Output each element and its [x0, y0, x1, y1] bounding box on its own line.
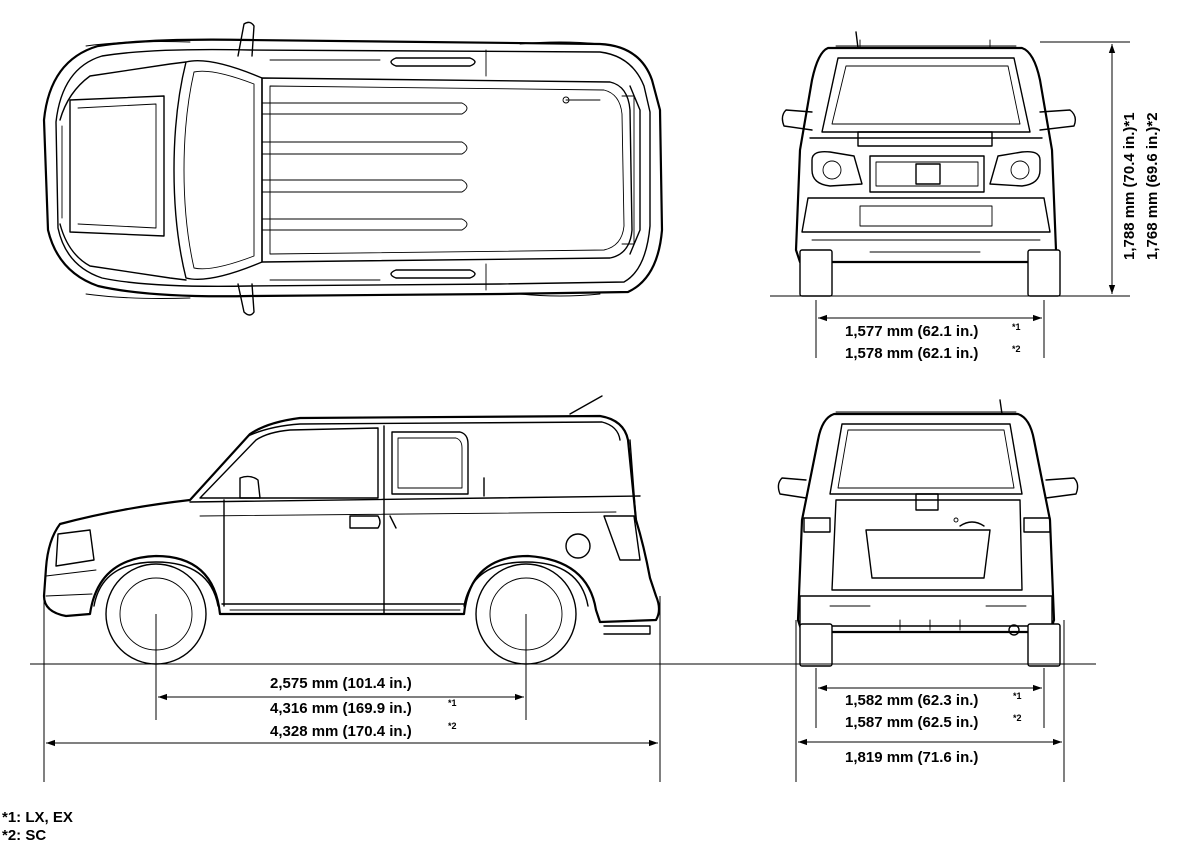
length-mark-2: *2	[448, 721, 457, 731]
length-label-2: 4,328 mm (170.4 in.)	[270, 723, 412, 740]
footnote-1: *1: LX, EX	[2, 809, 73, 826]
front-track-label-2: 1,578 mm (62.1 in.)	[845, 345, 978, 362]
length-labels: 2,575 mm (101.4 in.) 4,316 mm (169.9 in.…	[270, 675, 457, 740]
front-track-label-1: 1,577 mm (62.1 in.)	[845, 323, 978, 340]
wheelbase-label: 2,575 mm (101.4 in.)	[270, 675, 412, 692]
side-view-drawing	[42, 395, 661, 665]
length-mark-1: *1	[448, 698, 457, 708]
footnotes: *1: LX, EX *2: SC	[2, 809, 73, 844]
front-track-labels: 1,577 mm (62.1 in.) *1 1,578 mm (62.1 in…	[845, 322, 1021, 362]
dimension-lines	[30, 41, 1130, 782]
rear-track-label-1: 1,582 mm (62.3 in.)	[845, 692, 978, 709]
top-view-drawing	[42, 21, 664, 316]
rear-view-drawing	[777, 399, 1079, 667]
footnote-2: *2: SC	[2, 827, 46, 844]
front-view-drawing	[781, 31, 1077, 297]
front-track-mark-2: *2	[1012, 344, 1021, 354]
width-label: 1,819 mm (71.6 in.)	[845, 749, 978, 766]
length-label-1: 4,316 mm (169.9 in.)	[270, 700, 412, 717]
height-label-1: 1,788 mm (70.4 in.)*1	[1121, 112, 1138, 260]
rear-track-label-2: 1,587 mm (62.5 in.)	[845, 714, 978, 731]
height-label-2: 1,768 mm (69.6 in.)*2	[1144, 112, 1161, 260]
rear-track-mark-2: *2	[1013, 713, 1022, 723]
height-labels: 1,788 mm (70.4 in.)*1 1,768 mm (69.6 in.…	[1121, 112, 1161, 260]
rear-track-mark-1: *1	[1013, 691, 1022, 701]
rear-track-labels: 1,582 mm (62.3 in.) *1 1,587 mm (62.5 in…	[845, 691, 1022, 766]
front-track-mark-1: *1	[1012, 322, 1021, 332]
